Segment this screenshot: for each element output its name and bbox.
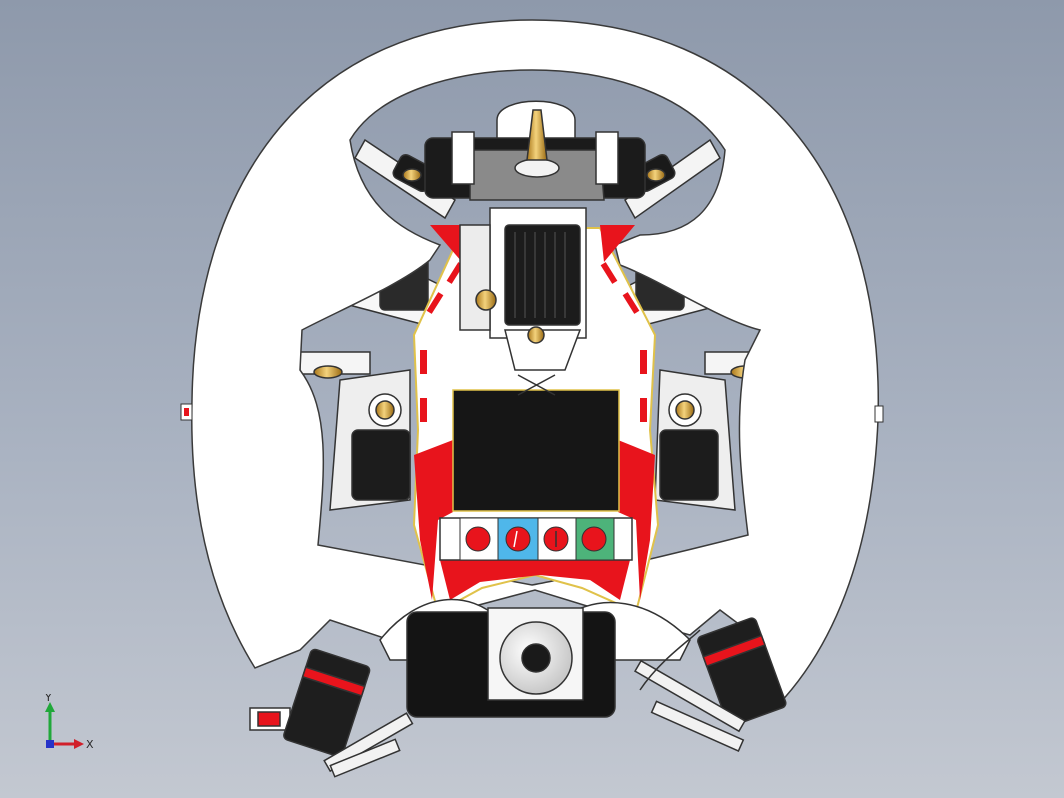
button-4[interactable] <box>581 526 607 552</box>
main-servo <box>504 224 581 326</box>
head-bracket-left <box>451 131 475 185</box>
button-strip[interactable] <box>439 517 633 561</box>
coordinate-triad-icon: Y X <box>44 694 94 751</box>
leg-lower-right[interactable] <box>654 351 776 511</box>
y-axis-arrow <box>45 702 55 712</box>
y-axis-label: Y <box>44 694 52 704</box>
rear-leg-left[interactable] <box>249 648 414 778</box>
rear-leg-right[interactable] <box>634 617 787 752</box>
outer-shell[interactable] <box>191 19 879 707</box>
display-screen <box>452 389 620 512</box>
button-1[interactable] <box>465 526 491 552</box>
servo-side-plate <box>459 224 491 331</box>
sensor-cone <box>526 109 548 161</box>
leg-lower-left[interactable] <box>299 351 411 511</box>
x-axis-label: X <box>86 738 94 751</box>
red-panel-left <box>414 440 453 600</box>
red-slots <box>420 262 647 422</box>
x-axis-arrow <box>74 739 84 749</box>
head-bracket-right <box>595 131 619 185</box>
servo-horn-brass <box>475 289 497 311</box>
head-assembly[interactable] <box>424 100 646 396</box>
z-axis-marker <box>46 740 54 748</box>
red-corner-right <box>600 225 635 262</box>
sensor-ring <box>514 158 560 178</box>
servo-base-bracket <box>504 329 582 371</box>
side-tab-right <box>874 405 884 423</box>
red-panel-bottom <box>440 560 630 600</box>
wheel-hub <box>521 643 551 673</box>
side-tab-left-mark <box>184 408 189 416</box>
red-panel-right <box>618 440 655 600</box>
servo-fins <box>514 232 566 318</box>
tail-assembly[interactable] <box>379 598 691 718</box>
button-2[interactable] <box>505 526 531 552</box>
red-corner-left <box>430 225 466 262</box>
